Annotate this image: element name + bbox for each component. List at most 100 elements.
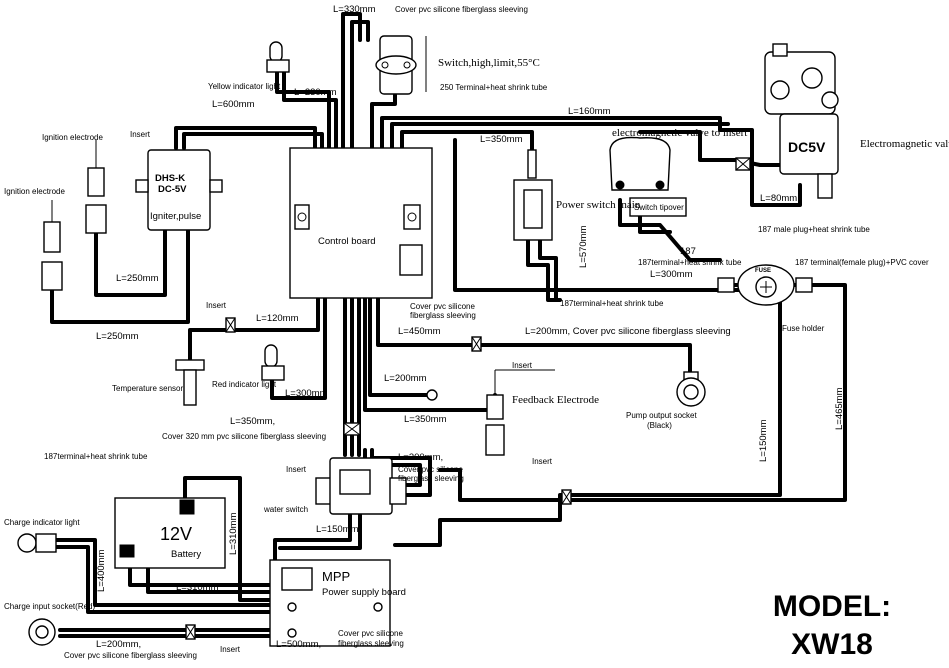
label-ignition-electrode-2: Ignition electrode (4, 187, 65, 196)
power-switch-main (513, 149, 553, 241)
tipover-label-box (629, 197, 687, 217)
insert-x-sensor (225, 317, 236, 333)
tipover-switch-body (609, 136, 671, 191)
length-l300-term: L=300mm (650, 269, 693, 280)
length-l250-a: L=250mm (116, 273, 159, 284)
cover-switch-2: fiberglass sleeving (398, 474, 464, 483)
label-ignition-electrode-1: Ignition electrode (42, 133, 103, 142)
high-limit-switch (375, 35, 427, 95)
length-l300-ws: L=300mm, (398, 452, 443, 463)
water-switch-outlet (389, 477, 407, 505)
electrode-lower-head (43, 221, 61, 253)
length-l250-b: L=250mm (96, 331, 139, 342)
valve-voltage: DC5V (788, 139, 826, 155)
ignition-electrode-upper (85, 140, 107, 234)
charge-input-socket (28, 618, 56, 646)
control-board-label: Control board (318, 236, 376, 247)
pump-output-socket (676, 371, 706, 407)
label-insert-top: Insert (130, 130, 151, 139)
length-l350-top: L=350mm (480, 134, 523, 145)
board-chip (399, 244, 423, 276)
yellow-light-bulb (269, 41, 283, 63)
length-l80: L=80mm (760, 193, 797, 204)
temperature-sensor (175, 359, 205, 406)
electrode-upper-boot (85, 204, 107, 234)
length-l310-v: L=310mm (228, 512, 239, 555)
label-insert-right: Insert (532, 457, 553, 466)
length-l310-h: L=310mm (176, 582, 219, 593)
cover-top-1: Cover pvc silicone (410, 302, 475, 311)
cover-bottom-2: fiberglass sleeving (338, 639, 404, 648)
label-fuse-holder: Fuse holder (782, 324, 825, 333)
length-l350-cover: L=350mm, (230, 416, 275, 427)
battery-terminal-neg (119, 544, 135, 558)
power-switch-terminal (527, 149, 537, 179)
label-valve-to-insert: electromagnetic valve to insert (612, 127, 747, 139)
length-l200-cover: L=200mm, Cover pvc silicone fiberglass s… (525, 326, 731, 337)
label-red-light: Red indicator light (212, 380, 277, 389)
insert-markers (185, 157, 751, 640)
label-terminal-250: 250 Terminal+heat shrink tube (440, 83, 548, 92)
insert-x-bottom (185, 624, 196, 640)
label-insert-sensor: Insert (206, 301, 227, 310)
fuse-right-plug (795, 277, 813, 293)
battery-terminal-pos (179, 499, 195, 515)
label-feedback: Feedback Electrode (512, 394, 599, 406)
high-limit-switch-flange (375, 55, 417, 75)
valve-fitting-top (772, 43, 788, 57)
igniter-ear-right (209, 179, 223, 193)
label-charge-indicator: Charge indicator light (4, 518, 80, 527)
label-insert-switch: Insert (286, 465, 307, 474)
insert-x-pump (471, 336, 482, 352)
igniter: DHS-K DC-5V Igniter,pulse (135, 149, 223, 231)
battery-label: Battery (171, 549, 201, 560)
cover-switch-1: Cover pvc silicone (398, 465, 463, 474)
psu-mpp: MPP (322, 569, 350, 584)
labels: L=330mm Cover pvc silicone fiberglass sl… (4, 4, 949, 660)
label-yellow-light: Yellow indicator light (208, 82, 281, 91)
power-switch-rocker (523, 189, 543, 229)
model-line2: XW18 (791, 628, 873, 661)
label-temp-sensor: Temperature sensor (112, 384, 183, 393)
label-187-battery: 187terminal+heat shrink tube (44, 452, 148, 461)
note-l330: Cover pvc silicone fiberglass sleeving (395, 5, 528, 14)
label-187-male: 187 male plug+heat shrink tube (758, 225, 870, 234)
ground-terminal (426, 389, 438, 401)
label-electromagnetic-valve: Electromagnetic valve (860, 138, 949, 150)
fuse-holder: FUSE (717, 264, 813, 306)
feedback-electrode (426, 369, 555, 456)
length-l150-mid: L=150mm (758, 419, 769, 462)
psu-chip (281, 567, 313, 591)
label-187-female: 187 terminal(female plug)+PVC cover (795, 258, 929, 267)
label-insert-pump: Insert (512, 361, 533, 370)
charge-light-bulb (17, 533, 37, 553)
fuse-left-plug (717, 277, 735, 293)
model-line1: MODEL: (772, 590, 892, 623)
length-l300-red: L=300mm (285, 388, 328, 399)
label-187-heat: 187terminal+heat shrink tube (638, 258, 742, 267)
length-l160: L=160mm (568, 106, 611, 117)
label-cover-320: Cover 320 mm pvc silicone fiberglass sle… (162, 432, 326, 441)
battery: 12V Battery (114, 497, 226, 569)
red-light-bulb (264, 344, 278, 368)
igniter-voltage: DC-5V (158, 184, 187, 195)
length-l400: L=400mm (96, 549, 107, 592)
electromagnetic-valve: DC5V (764, 43, 839, 199)
red-light-base (261, 365, 285, 381)
charge-light-base (35, 533, 57, 553)
tipover-switch: Switch tipover (609, 136, 687, 217)
igniter-ear-left (135, 179, 149, 193)
label-insert-bottom: Insert (220, 645, 241, 654)
feedback-electrode-boot (485, 424, 505, 456)
yellow-light-base (266, 59, 290, 73)
insert-x-valve (735, 157, 751, 171)
electrode-lower-boot (41, 261, 63, 291)
battery-voltage: 12V (160, 524, 192, 544)
label-cover-bottom-left: Cover pvc silicone fiberglass sleeving (64, 651, 197, 660)
insert-x-switch (343, 422, 361, 436)
charge-indicator-light (17, 533, 57, 553)
cover-bottom-1: Cover pvc silicone (338, 629, 403, 638)
valve-solenoid (779, 113, 839, 175)
valve-outlet (817, 173, 833, 199)
